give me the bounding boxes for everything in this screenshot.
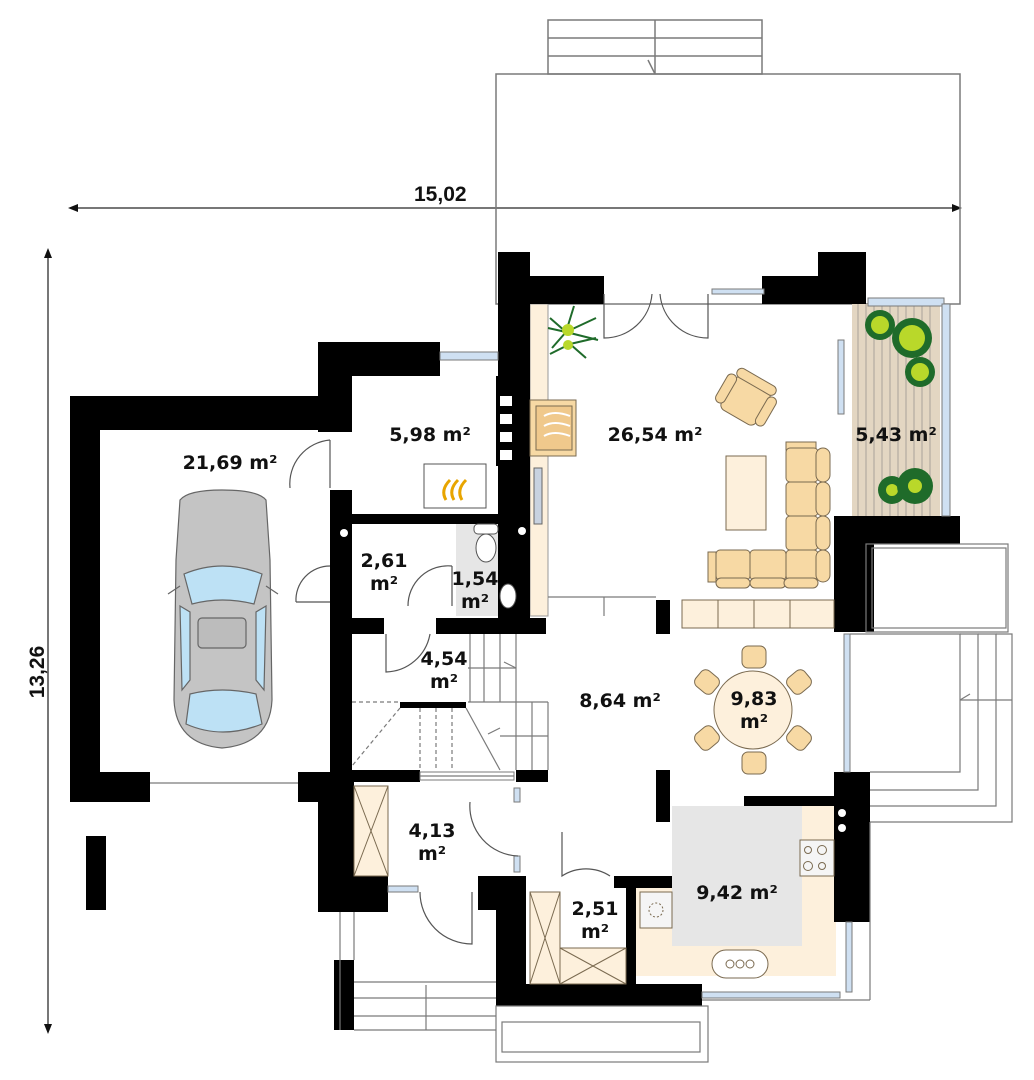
wall-details (340, 396, 846, 832)
room-area-utility: 2,61 m² (360, 550, 408, 595)
room-area-wc: 1,54 m² (451, 568, 499, 613)
room-area-boiler: 5,98 m² (389, 424, 471, 446)
furniture (353, 367, 835, 985)
room-area-dining: 9,83 m² (730, 688, 778, 733)
plant-icons (547, 305, 935, 504)
room-area-pantry: 2,51 m² (571, 898, 619, 943)
room-area-kitchen: 9,42 m² (696, 882, 778, 904)
room-area-living: 26,54 m² (607, 424, 703, 446)
room-area-hall: 8,64 m² (579, 690, 661, 712)
room-area-terrace: 5,43 m² (855, 424, 937, 446)
staircase (351, 634, 549, 777)
doors (289, 293, 709, 945)
plant-icon-terrace (865, 310, 935, 504)
room-area-stair-hall: 4,54 m² (420, 648, 468, 693)
width-dimension: 15,02 (414, 183, 467, 206)
outline-lines (150, 543, 1013, 1063)
depth-dimension: 13,26 (26, 645, 49, 699)
plant-icon-living (547, 305, 599, 359)
dimension-lines (44, 204, 962, 1034)
room-area-garage: 21,69 m² (182, 452, 278, 474)
room-area-vestibule: 4,13 m² (408, 820, 456, 865)
car-icon (167, 489, 279, 749)
rear-terrace (495, 19, 961, 305)
